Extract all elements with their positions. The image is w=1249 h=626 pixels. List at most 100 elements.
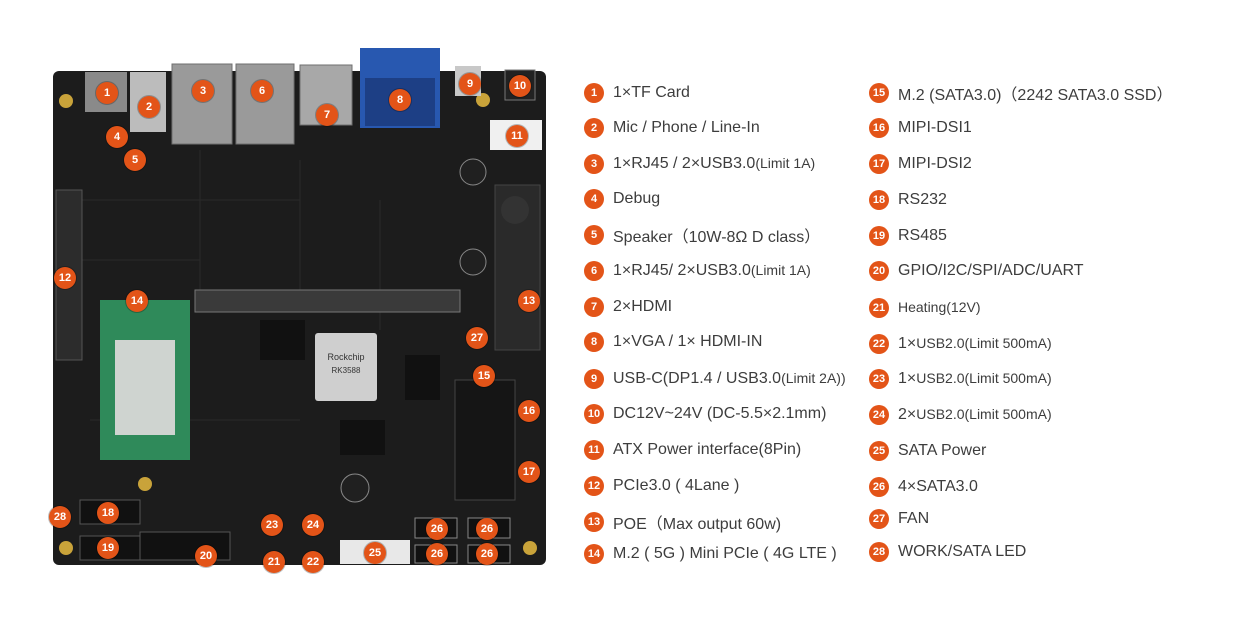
pin-11: 11 (506, 125, 528, 147)
pin-26: 26 (426, 518, 448, 540)
badge: 17 (869, 154, 889, 174)
badge: 18 (869, 190, 889, 210)
legend-label: MIPI-DSI2 (898, 155, 972, 172)
pin-1: 1 (96, 82, 118, 104)
badge: 11 (584, 440, 604, 460)
legend-item-3: 3 1×RJ45 / 2×USB3.0(Limit 1A) (584, 152, 815, 176)
pin-12: 12 (54, 267, 76, 289)
legend-label: 2×USB2.0(Limit 500mA) (898, 406, 1052, 423)
pin-27: 27 (466, 327, 488, 349)
badge: 5 (584, 225, 604, 245)
legend-label: USB-C(DP1.4 / USB3.0(Limit 2A)) (613, 370, 846, 387)
pin-21: 21 (263, 551, 285, 573)
badge: 12 (584, 476, 604, 496)
pin-19: 19 (97, 537, 119, 559)
legend-label: M.2 (SATA3.0)（2242 SATA3.0 SSD） (898, 87, 1173, 104)
legend-label: POE（Max output 60w) (613, 516, 782, 533)
pin-25: 25 (364, 542, 386, 564)
badge: 14 (584, 544, 604, 564)
badge: 22 (869, 334, 889, 354)
legend-label: 1×VGA / 1× HDMI-IN (613, 333, 763, 350)
legend-label: 4×SATA3.0 (898, 478, 978, 495)
pin-23: 23 (261, 514, 283, 536)
pin-20: 20 (195, 545, 217, 567)
badge: 4 (584, 189, 604, 209)
pin-17: 17 (518, 461, 540, 483)
badge: 27 (869, 509, 889, 529)
ram-chip (260, 320, 305, 360)
pin-15: 15 (473, 365, 495, 387)
pin-24: 24 (302, 514, 324, 536)
pin-26: 26 (476, 518, 498, 540)
badge: 15 (869, 83, 889, 103)
legend-label: PCIe3.0 ( 4Lane ) (613, 477, 740, 494)
board-photo: Rockchip RK3588 1 2 3 4 5 6 7 8 9 10 (0, 0, 560, 621)
legend-label: WORK/SATA LED (898, 543, 1027, 560)
legend-label: SATA Power (898, 442, 987, 459)
pin-26: 26 (476, 543, 498, 565)
legend-label: 1×RJ45 / 2×USB3.0(Limit 1A) (613, 155, 816, 172)
pin-26: 26 (426, 543, 448, 565)
pin-18: 18 (97, 502, 119, 524)
legend-item-13: 13 POE（Max output 60w) (584, 510, 781, 534)
soc-chip (315, 333, 377, 401)
legend-item-23: 23 1×USB2.0(Limit 500mA) (869, 367, 1052, 391)
badge: 10 (584, 404, 604, 424)
legend-label: 1×RJ45/ 2×USB3.0(Limit 1A) (613, 262, 811, 279)
pin-7: 7 (316, 104, 338, 126)
legend-item-20: 20 GPIO/I2C/SPI/ADC/UART (869, 259, 1084, 283)
badge: 21 (869, 298, 889, 318)
legend-item-1: 1 1×TF Card (584, 81, 690, 105)
badge: 25 (869, 441, 889, 461)
m2-slot (194, 289, 461, 313)
legend-label: Mic / Phone / Line-In (613, 119, 760, 136)
badge: 16 (869, 118, 889, 138)
badge: 19 (869, 226, 889, 246)
legend-label: 1×USB2.0(Limit 500mA) (898, 370, 1052, 387)
soc-brand: Rockchip (327, 352, 364, 362)
badge: 7 (584, 297, 604, 317)
badge: 28 (869, 542, 889, 562)
legend-label: 1×TF Card (613, 84, 690, 101)
legend-label: RS232 (898, 191, 947, 208)
legend-label: GPIO/I2C/SPI/ADC/UART (898, 262, 1084, 279)
legend-item-4: 4 Debug (584, 187, 660, 211)
legend-item-12: 12 PCIe3.0 ( 4Lane ) (584, 474, 739, 498)
legend-item-5: 5 Speaker（10W-8Ω D class） (584, 223, 820, 247)
legend-item-17: 17 MIPI-DSI2 (869, 152, 972, 176)
legend-item-9: 9 USB-C(DP1.4 / USB3.0(Limit 2A)) (584, 367, 846, 391)
legend-label: DC12V~24V (DC-5.5×2.1mm) (613, 405, 827, 422)
legend-item-14: 14 M.2 ( 5G ) Mini PCIe ( 4G LTE ) (584, 542, 837, 566)
badge: 23 (869, 369, 889, 389)
legend-label: Debug (613, 190, 661, 207)
ram-chip (405, 355, 440, 400)
legend-label: M.2 ( 5G ) Mini PCIe ( 4G LTE ) (613, 545, 837, 562)
legend-label: Heating(12V) (898, 299, 981, 315)
badge: 13 (584, 512, 604, 532)
legend-label: MIPI-DSI1 (898, 119, 972, 136)
board-illustration: Rockchip RK3588 (53, 48, 546, 565)
legend-item-18: 18 RS232 (869, 188, 947, 212)
badge: 26 (869, 477, 889, 497)
pin-2: 2 (138, 96, 160, 118)
legend-item-26: 26 4×SATA3.0 (869, 475, 978, 499)
badge: 9 (584, 369, 604, 389)
badge: 3 (584, 154, 604, 174)
pin-9: 9 (459, 73, 481, 95)
legend-label: FAN (898, 510, 930, 527)
badge: 20 (869, 261, 889, 281)
pin-4: 4 (106, 126, 128, 148)
ssd-slot (454, 379, 516, 501)
legend-item-21: 21 Heating(12V) (869, 296, 981, 320)
badge: 2 (584, 118, 604, 138)
legend-label: Speaker（10W-8Ω D class） (613, 229, 821, 246)
pcb-traces (70, 150, 381, 421)
capacitors (340, 158, 487, 503)
legend-item-27: 27 FAN (869, 507, 929, 531)
badge: 1 (584, 83, 604, 103)
